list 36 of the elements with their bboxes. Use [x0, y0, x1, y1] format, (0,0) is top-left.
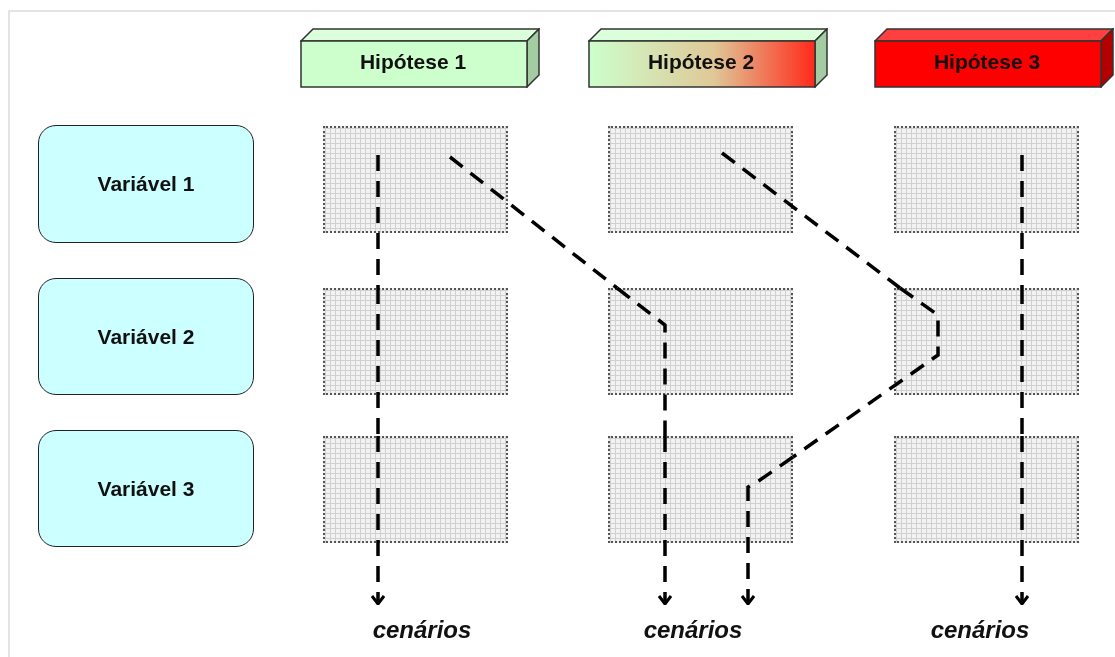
scenario-label: cenários: [628, 612, 758, 648]
scenario-label: cenários: [357, 612, 487, 648]
variable-panel: [38, 278, 254, 395]
dashed-line: [1020, 155, 1024, 288]
grid-cell: [608, 436, 793, 543]
dashed-arrow: [1014, 436, 1030, 606]
grid-cell: [608, 126, 793, 233]
hypothesis-block: [588, 28, 828, 88]
hypothesis-label: Hipótese 1: [358, 50, 468, 74]
hypothesis-block: [300, 28, 540, 88]
grid-cell: [894, 288, 1079, 395]
dashed-line: [376, 155, 380, 288]
grid-cell: [323, 436, 508, 543]
dashed-line: [376, 288, 380, 436]
grid-cell: [894, 436, 1079, 543]
variable-label: Variável 3: [96, 476, 196, 501]
dashed-line: [720, 151, 902, 290]
grid-cell: [608, 288, 793, 395]
scenario-label: cenários: [915, 612, 1045, 648]
hypothesis-label: Hipótese 2: [646, 50, 756, 74]
dashed-arrow: [657, 436, 673, 606]
dashed-arrow: [370, 436, 386, 606]
variable-label: Variável 1: [96, 172, 196, 196]
dashed-arrow: [740, 455, 794, 606]
variable-panel: [38, 430, 254, 547]
hypothesis-block: [874, 28, 1114, 88]
dashed-line: [448, 155, 619, 290]
hypothesis-label: Hipótese 3: [932, 50, 1042, 74]
grid-cell: [894, 126, 1079, 233]
dashed-line: [1020, 288, 1024, 436]
dashed-line: [792, 286, 940, 459]
grid-cell: [323, 288, 508, 395]
variable-label: Variável 2: [96, 324, 196, 349]
dashed-line: [615, 286, 667, 436]
grid-cell: [323, 126, 508, 233]
variable-panel: [38, 125, 254, 243]
